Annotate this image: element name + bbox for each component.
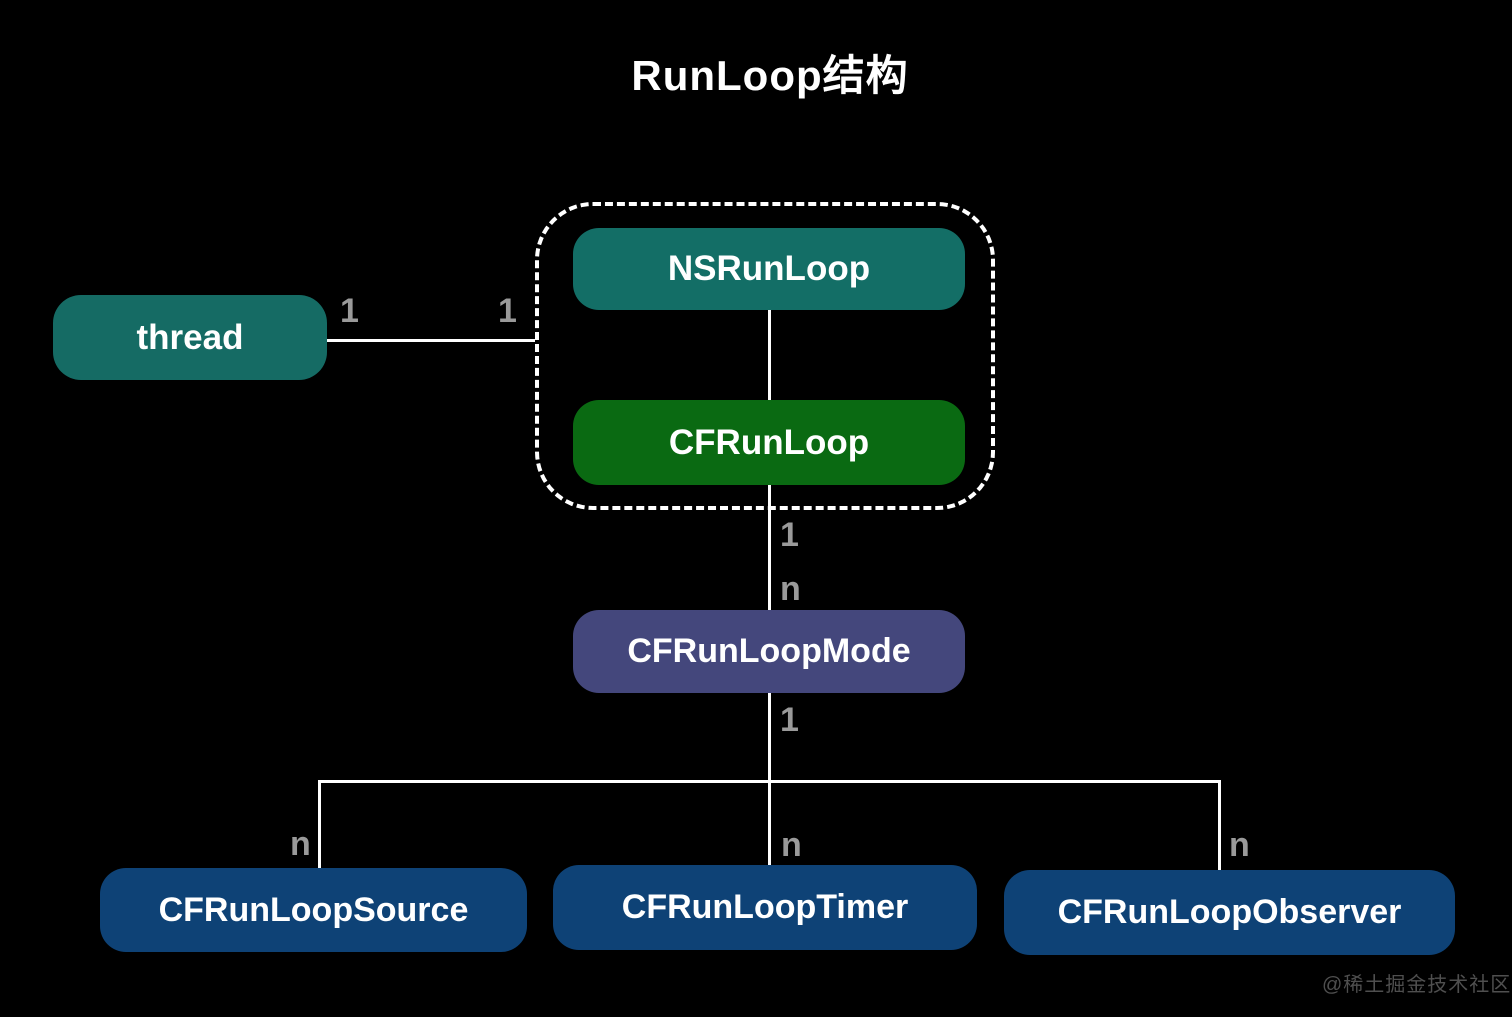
nsrunloop-node: NSRunLoop [573,228,965,310]
multiplicity-timer-n: n [781,826,802,864]
multiplicity-runloop-to-mode-one: 1 [780,516,799,554]
runloop-dashed-group [535,202,995,510]
cfrunloopmode-node: CFRunLoopMode [573,610,965,693]
multiplicity-thread-side: 1 [340,292,359,330]
thread-node: thread [53,295,327,380]
edge-thread-to-runloop [327,339,535,342]
watermark: @稀土掘金技术社区 [1322,974,1512,996]
cfrunloopobserver-node: CFRunLoopObserver [1004,870,1455,955]
multiplicity-observer-n: n [1229,826,1250,864]
multiplicity-runloop-to-mode-n: n [780,570,801,608]
branch-drop-timer [768,780,771,865]
cfrunloopsource-node: CFRunLoopSource [100,868,527,952]
branch-drop-observer [1218,780,1221,870]
edge-nsrunloop-to-cfrunloop [768,310,771,400]
diagram-title: RunLoop结构 [631,52,909,99]
edge-cfrunloop-to-mode [768,485,771,610]
cfrunlooptimer-node: CFRunLoopTimer [553,865,977,950]
multiplicity-source-n: n [290,825,311,863]
edge-mode-to-branch [768,693,771,782]
branch-drop-source [318,780,321,868]
cfrunloop-node: CFRunLoop [573,400,965,485]
multiplicity-mode-to-children-one: 1 [780,701,799,739]
multiplicity-runloop-side: 1 [498,292,517,330]
